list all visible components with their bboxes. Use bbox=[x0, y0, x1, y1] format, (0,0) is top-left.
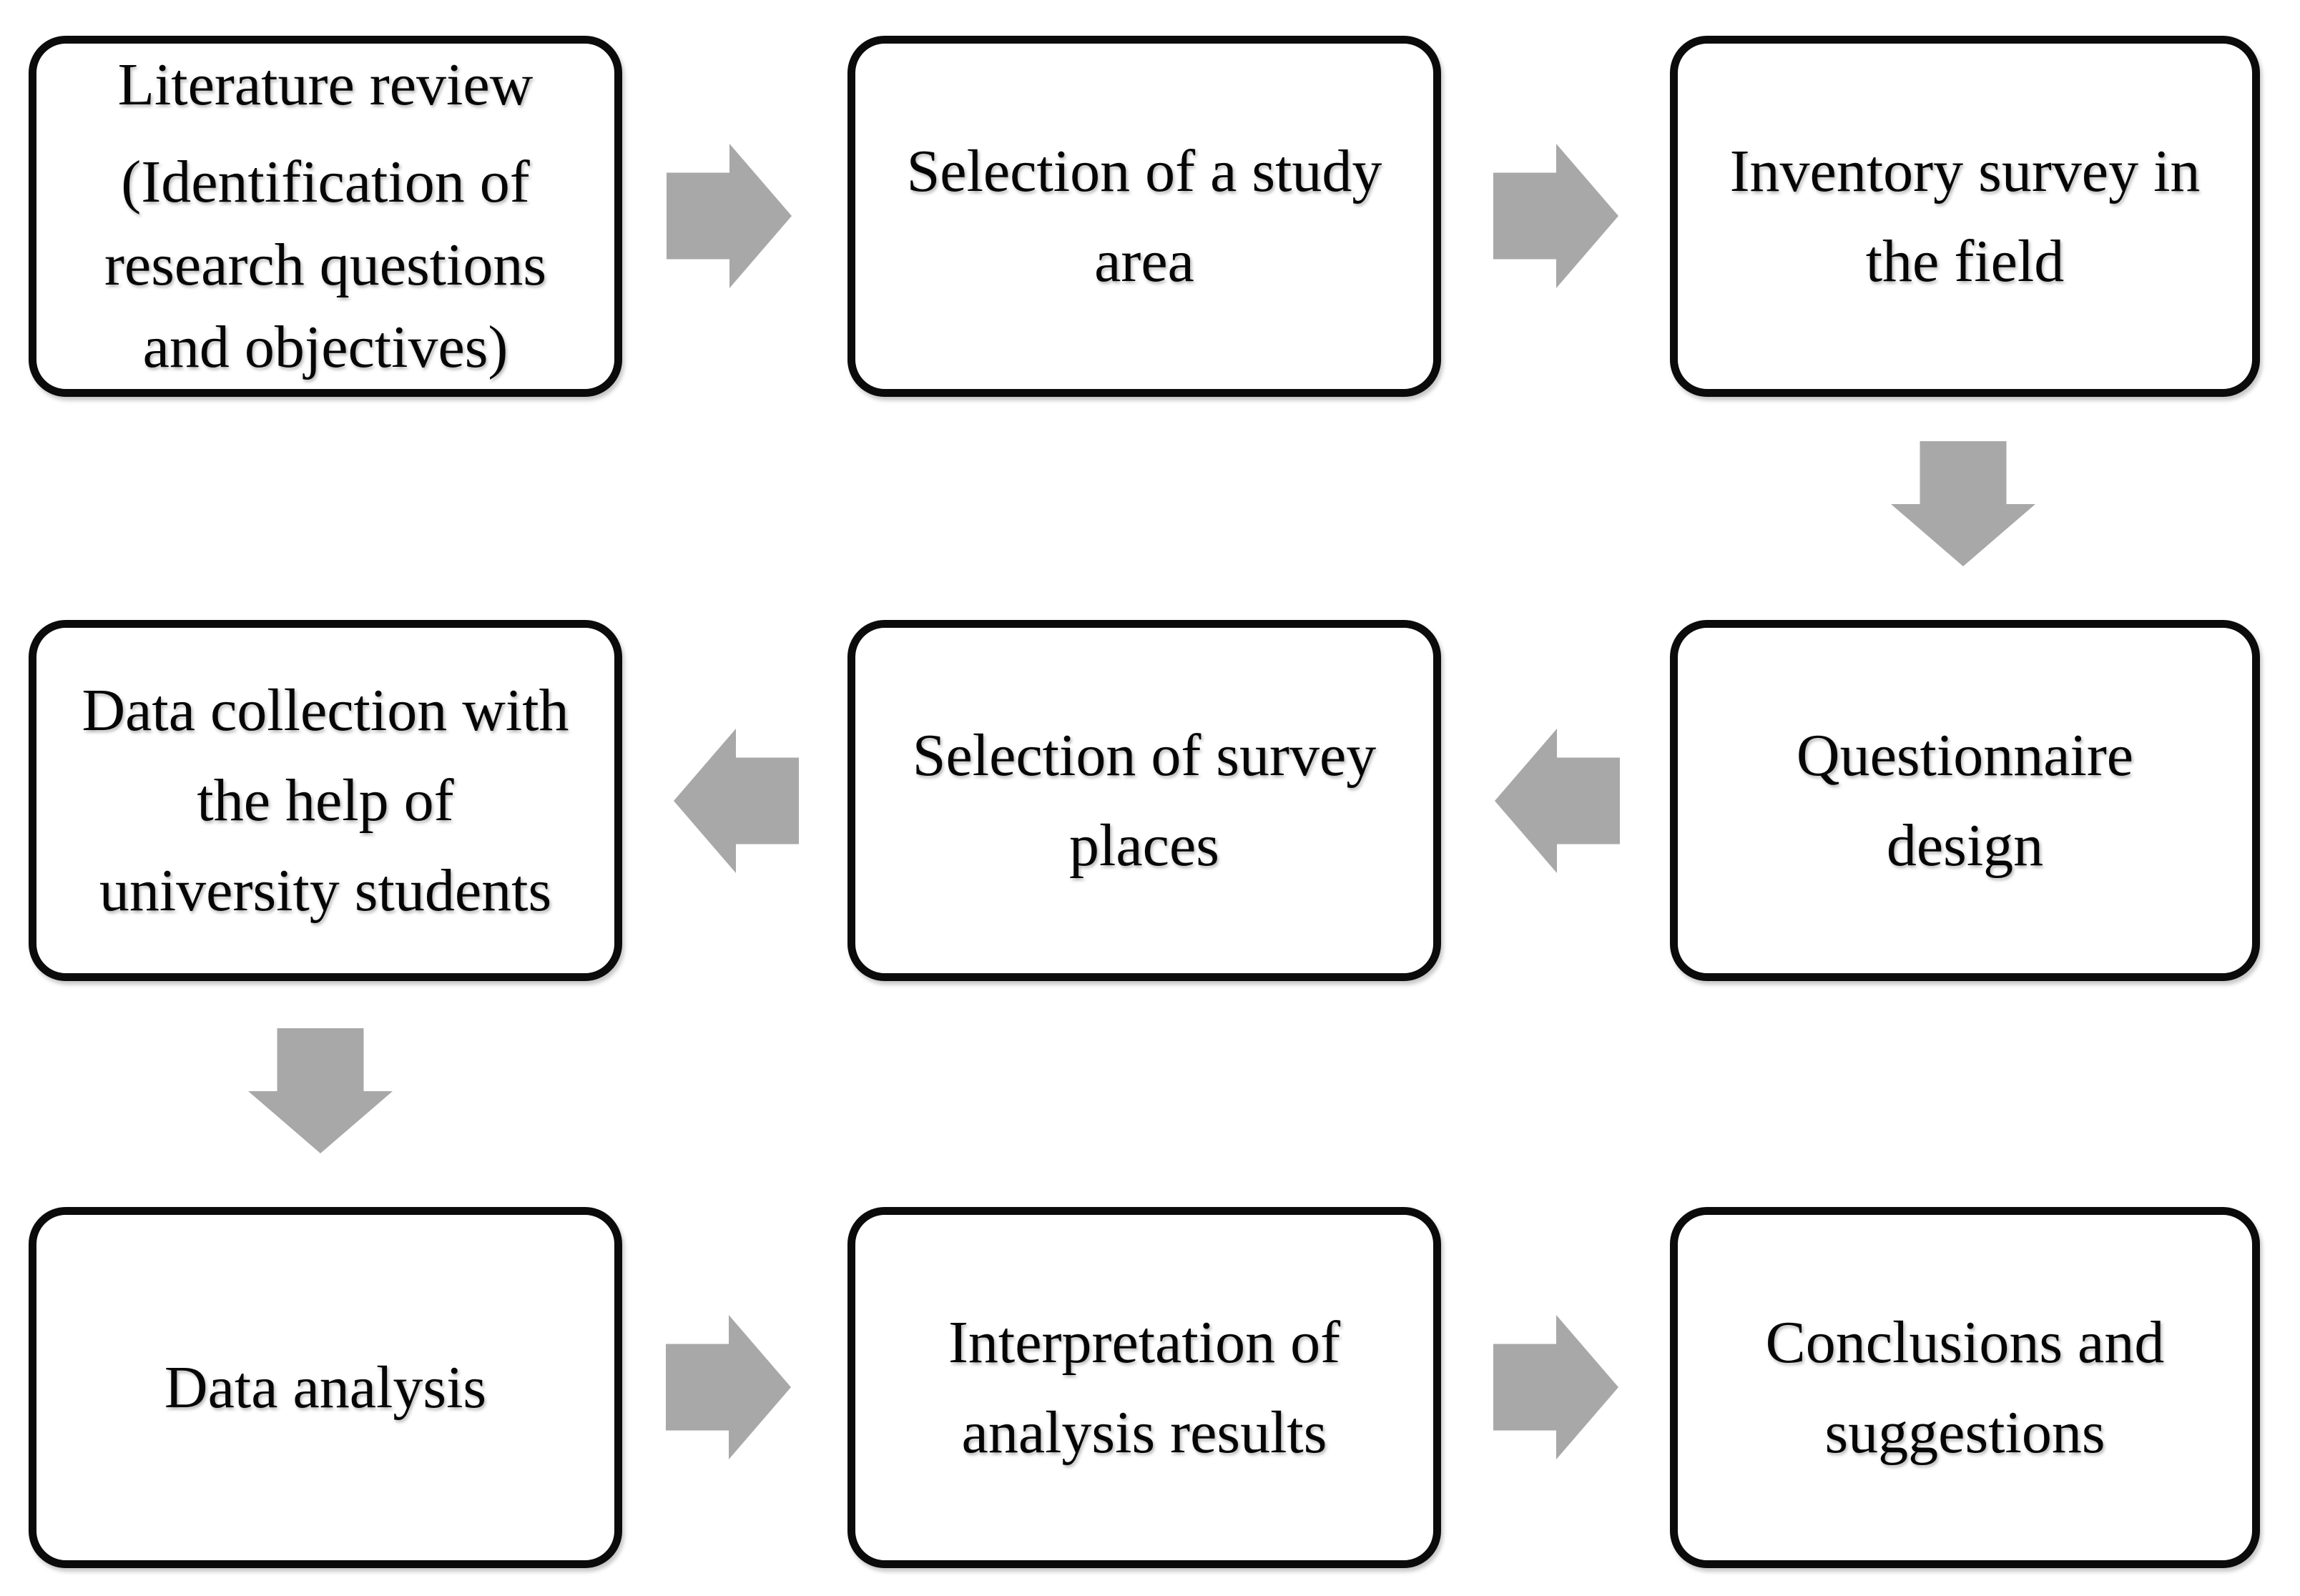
step-text-line: Literature review bbox=[117, 51, 534, 118]
step-text-line: analysis results bbox=[961, 1399, 1327, 1466]
step-text-line: the help of bbox=[197, 767, 454, 834]
arrow-1-right-icon bbox=[667, 144, 792, 288]
step-text-line: Inventory survey in bbox=[1729, 137, 2201, 205]
arrow-5-left-icon bbox=[674, 729, 799, 873]
step-text-line: design bbox=[1886, 812, 2044, 879]
step-text-line: and objectives) bbox=[142, 314, 508, 381]
step-literature-review: Literature review (Identification of res… bbox=[29, 36, 622, 397]
step-subtitle: (Identification of research questions an… bbox=[104, 141, 546, 390]
step-text-line: Interpretation of bbox=[948, 1309, 1341, 1376]
step-conclusions: Conclusions and suggestions bbox=[1670, 1207, 2260, 1568]
step-data-collection: Data collection with the help of univers… bbox=[29, 620, 622, 981]
step-text-line: research questions bbox=[104, 231, 547, 298]
step-text-line: places bbox=[1069, 812, 1219, 879]
step-text-line: area bbox=[1094, 227, 1194, 295]
step-inventory-survey: Inventory survey in the field bbox=[1670, 36, 2260, 397]
step-text-line: Data analysis bbox=[164, 1354, 487, 1421]
arrow-7-right-icon bbox=[666, 1315, 791, 1459]
step-survey-place-selection: Selection of survey places bbox=[847, 620, 1441, 981]
arrow-2-right-icon bbox=[1493, 144, 1618, 288]
step-interpretation: Interpretation of analysis results bbox=[847, 1207, 1441, 1568]
step-text-line: (Identification of bbox=[121, 148, 530, 215]
step-text-line: Data collection with bbox=[82, 676, 569, 744]
step-data-analysis: Data analysis bbox=[29, 1207, 622, 1568]
arrow-3-down-icon bbox=[1891, 441, 2035, 566]
step-text-line: Selection of a study bbox=[906, 137, 1382, 205]
arrow-6-down-icon bbox=[248, 1028, 393, 1153]
step-text-line: university students bbox=[99, 857, 552, 924]
step-text-line: Questionnaire bbox=[1796, 721, 2134, 789]
arrow-4-left-icon bbox=[1495, 729, 1620, 873]
arrow-8-right-icon bbox=[1493, 1315, 1618, 1459]
step-text-line: the field bbox=[1865, 227, 2065, 295]
step-text-line: Conclusions and bbox=[1765, 1309, 2165, 1376]
step-text-line: Selection of survey bbox=[912, 721, 1377, 789]
step-questionnaire-design: Questionnaire design bbox=[1670, 620, 2260, 981]
step-text-line: suggestions bbox=[1824, 1399, 2105, 1466]
step-study-area-selection: Selection of a study area bbox=[847, 36, 1441, 397]
step-title: Literature review bbox=[118, 44, 534, 127]
